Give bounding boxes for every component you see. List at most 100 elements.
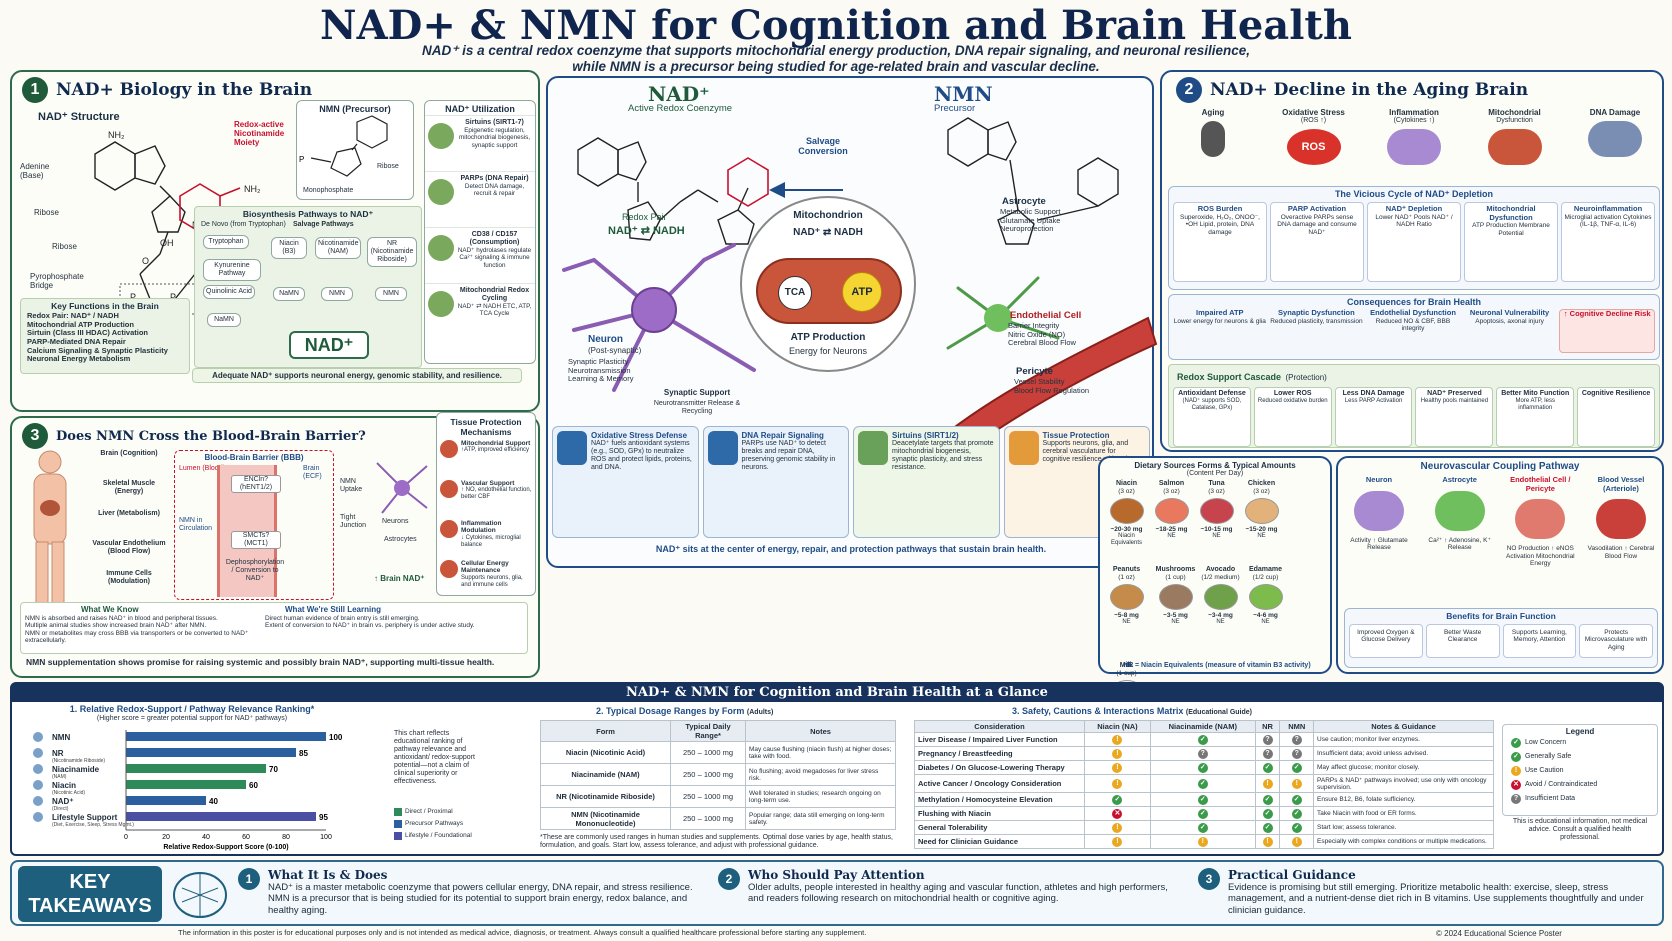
food-icon — [1158, 583, 1193, 610]
nmn-circulation-label: NMN in Circulation — [179, 517, 213, 533]
legend-swatch — [394, 832, 402, 840]
tp-desc: Supports neurons, glia, and immune cells — [461, 574, 523, 588]
poster-title: NAD+ & NMN for Cognition and Brain Healt… — [320, 2, 1352, 49]
food-name: Milk — [1119, 662, 1134, 670]
salvage-label: Salvage Pathways — [293, 221, 354, 228]
food-unit: NE — [1261, 619, 1270, 626]
consequences-box: Consequences for Brain Health Impaired A… — [1168, 294, 1660, 360]
aging-step-title: DNA Damage — [1589, 108, 1641, 117]
chart-category-label: NR — [52, 749, 64, 758]
chart-legend-item: Lifestyle / Foundational — [394, 830, 484, 842]
safety-cell: Take Niacin with food or ER forms. — [1313, 806, 1494, 821]
takeaway-number: 2 — [718, 868, 740, 890]
chart-category-sublabel: (NAM) — [52, 774, 67, 780]
chart-note: This chart reflects educational ranking … — [394, 730, 475, 786]
legend-item: ?Insufficient Data — [1511, 792, 1649, 806]
key-function-item: Redox Pair: NAD⁺ / NADH — [27, 311, 119, 320]
redox-cascade-box: Redox Support Cascade (Protection) Antio… — [1168, 364, 1660, 448]
food-value: ~18-25 mg — [1155, 525, 1188, 533]
vicious-step-desc: Lower NAD⁺ Pools NAD⁺ / NADH Ratio — [1375, 213, 1453, 229]
safety-rating-cell: ! — [1254, 834, 1281, 849]
chart-category-icon — [33, 812, 43, 822]
panel-3-footer: NMN supplementation shows promise for ra… — [26, 657, 495, 667]
atp-burst: ATP — [842, 272, 882, 312]
chart-category-icon — [33, 764, 43, 774]
chart-category-label: Niacinamide — [52, 765, 100, 774]
chart-category-icon — [33, 732, 43, 742]
label-ribose-2: Ribose — [52, 242, 77, 251]
takeaway-title: Practical Guidance — [1228, 868, 1356, 882]
dose-cell: No flushing; avoid megadoses for liver s… — [745, 763, 896, 786]
safety-rating-cell: ? — [1254, 746, 1281, 761]
chart-tick-label: 0 — [124, 834, 128, 841]
synaptic-support-sub: Neurotransmitter Release & Recycling — [653, 400, 741, 416]
rating-icon: ! — [1112, 837, 1123, 847]
chart-tick-label: 60 — [242, 834, 250, 841]
dose-title-2: (Adults) — [746, 709, 774, 716]
ent-transporter: ENCln? (hENT1/2) — [231, 475, 281, 494]
rating-icon: ! — [1112, 749, 1123, 759]
rating-icon: ! — [1262, 779, 1273, 789]
safety-cell: PARPs & NAD⁺ pathways involved; use only… — [1313, 774, 1494, 793]
tca-circle: TCA — [778, 276, 812, 310]
safety-header-cell: Niacinamide (NAM) — [1149, 720, 1256, 733]
neuron-small-icon — [376, 462, 428, 514]
cascade-step-title: Better Mito Function — [1501, 390, 1570, 397]
subtitle-line-2: while NMN is a precursor being studied f… — [572, 59, 1100, 74]
panel-2-header: 2 NAD+ Decline in the Aging Brain — [1176, 77, 1528, 103]
legend-swatch — [394, 820, 402, 828]
rating-icon: ! — [1112, 779, 1123, 789]
safety-rating-cell: ✓ — [1149, 760, 1256, 775]
food-icon — [1199, 497, 1234, 524]
learn-item: Extent of conversion to NAD⁺ in brain vs… — [265, 622, 475, 630]
legend-label: Generally Safe — [1525, 752, 1572, 760]
dose-title-wrap: 2. Typical Dosage Ranges by Form (Adults… — [596, 706, 773, 717]
food-qty: (1 cup) — [1116, 670, 1137, 678]
body-tissue-label: Brain (Cognition) — [100, 450, 158, 457]
dose-row: NMN (Nicotinamide Mononucleotide)250 – 1… — [540, 807, 896, 830]
cascade-step-title: Antioxidant Defense — [1178, 390, 1246, 397]
rating-icon: ! — [1291, 837, 1302, 847]
chart-category-label: NMN — [52, 733, 70, 742]
consequence-title: Synaptic Dysfunction — [1278, 308, 1355, 317]
rating-icon: ? — [1262, 749, 1273, 759]
legend-item: ✓Low Concern — [1511, 736, 1649, 750]
vicious-step-desc: Superoxide, H₂O₂, ONOO⁻, •OH Lipid, prot… — [1179, 213, 1260, 236]
salvage-conversion-label: Salvage Conversion — [798, 136, 848, 157]
nvc-step-desc: NO Production ↑ eNOS Activation Mitochon… — [1505, 545, 1575, 568]
function-bullet: Glutamate Uptake — [1000, 215, 1061, 225]
utilization-icon — [428, 123, 454, 149]
safety-cell: Need for Clinician Guidance — [914, 834, 1085, 849]
safety-rating-cell: ! — [1084, 834, 1151, 849]
bbb-title: Blood-Brain Barrier (BBB) — [204, 453, 304, 462]
food-unit: NE — [1167, 533, 1176, 540]
rating-icon: ✓ — [1262, 809, 1273, 819]
safety-rating-cell: ✓ — [1254, 820, 1281, 835]
smct-transporter: SMCTs? (MCT1) — [231, 531, 281, 550]
food-qty: (3 oz) — [1253, 488, 1270, 496]
chart-category-icon — [33, 796, 43, 806]
nvc-benefits-box: Benefits for Brain Function Improved Oxy… — [1344, 608, 1658, 668]
label-redox-moiety: Redox-active Nicotinamide Moiety — [234, 120, 285, 148]
food-name: Peanuts — [1112, 566, 1141, 574]
chart-tick-label: 40 — [202, 834, 210, 841]
path-nr: NR (Nicotinamide Riboside) — [367, 237, 417, 268]
safety-rating-cell: ✓ — [1149, 820, 1256, 835]
nmn-ribose-label: Ribose — [377, 163, 399, 170]
center-nad-sub: Active Redox Coenzyme — [628, 103, 733, 114]
consequence-title: Neuronal Vulnerability — [1469, 308, 1550, 317]
dose-header-cell: Typical Daily Range* — [670, 720, 746, 742]
dose-cell: NR (Nicotinamide Riboside) — [540, 785, 671, 808]
nmn-uptake-label: NMN Uptake — [340, 478, 363, 494]
aging-step-sub: (ROS ↑) — [1300, 117, 1327, 125]
